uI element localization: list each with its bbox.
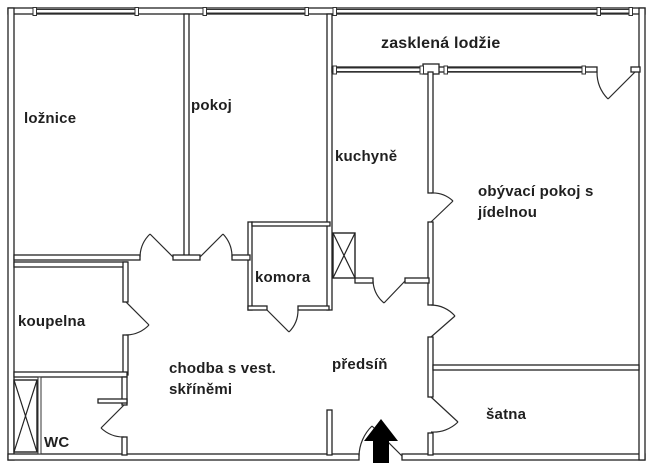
wall-segment (13, 371, 128, 378)
wall-segment (427, 221, 434, 306)
room-label-koupelna: koupelna (18, 313, 86, 330)
wall-segment (231, 254, 251, 261)
wall-segment (432, 364, 640, 371)
door-pokoj (199, 233, 233, 258)
room-label-lodzie: zasklená lodžie (381, 35, 501, 52)
wall-segment (630, 66, 641, 73)
window-obyvaci (443, 65, 586, 75)
windows (32, 7, 633, 75)
door-loznice (139, 233, 174, 258)
room-label-chodba-line2: skříněmi (169, 381, 232, 398)
room-label-pokoj: pokoj (191, 97, 232, 114)
door-obyvaci-lodzie (596, 71, 636, 100)
doors (100, 71, 636, 457)
wall-segment (7, 453, 360, 461)
door-predsin-obyvaci (430, 304, 456, 338)
wall-segment (326, 13, 333, 311)
wall-segment (401, 453, 646, 461)
wall-segment (247, 221, 253, 311)
room-label-kuchyne: kuchyně (335, 148, 397, 165)
wall-segment (326, 409, 333, 456)
window-loznice (32, 7, 139, 16)
wall-segment (121, 376, 128, 406)
shaft-kuchyne-icon (332, 232, 356, 279)
room-label-chodba-line1: chodba s vest. (169, 360, 276, 377)
door-wc (100, 404, 125, 438)
room-label-loznice: ložnice (24, 110, 76, 127)
wall-segment (13, 261, 128, 268)
room-label-predsin: předsíň (332, 356, 388, 373)
room-label-wc: WC (44, 434, 69, 451)
wall-segment (297, 305, 330, 311)
door-predsin-satna (430, 396, 459, 433)
wall-segment (122, 261, 129, 303)
window-kuchyne (332, 65, 424, 75)
window-pokoj (202, 7, 309, 16)
room-label-obyvaci-line2: jídelnou (477, 204, 537, 221)
room-label-komora: komora (255, 269, 311, 286)
room-labels: ložnice pokoj zasklená lodžie kuchyně ob… (18, 35, 594, 451)
wall-segment (172, 254, 201, 261)
wall-segment (354, 277, 374, 284)
wall-segment (7, 7, 15, 461)
door-komora (266, 309, 299, 333)
shaft-wc-icon (13, 376, 42, 455)
entrance-arrow-icon (364, 419, 398, 463)
wall-segment (251, 221, 331, 227)
wall-segment (247, 305, 268, 311)
wall-segment (427, 71, 434, 194)
outer-walls (7, 7, 646, 461)
wall-segment (404, 277, 430, 284)
wall-segment (13, 254, 141, 261)
wall-segment (97, 398, 128, 404)
door-kuchyne-obyvaci (430, 192, 454, 223)
door-koupelna (125, 301, 150, 336)
interior-walls (13, 13, 641, 456)
room-label-obyvaci-line1: obývací pokoj s (478, 183, 594, 200)
window-lodzie-glazing (332, 7, 633, 16)
room-label-satna: šatna (486, 406, 527, 423)
wall-segment (427, 432, 434, 456)
door-predsin-kuchyne (372, 280, 406, 304)
wall-segment (183, 13, 190, 260)
wall-segment (427, 336, 434, 398)
wall-segment (638, 7, 646, 461)
wall-segment (122, 334, 129, 376)
wall-segment (121, 436, 128, 456)
